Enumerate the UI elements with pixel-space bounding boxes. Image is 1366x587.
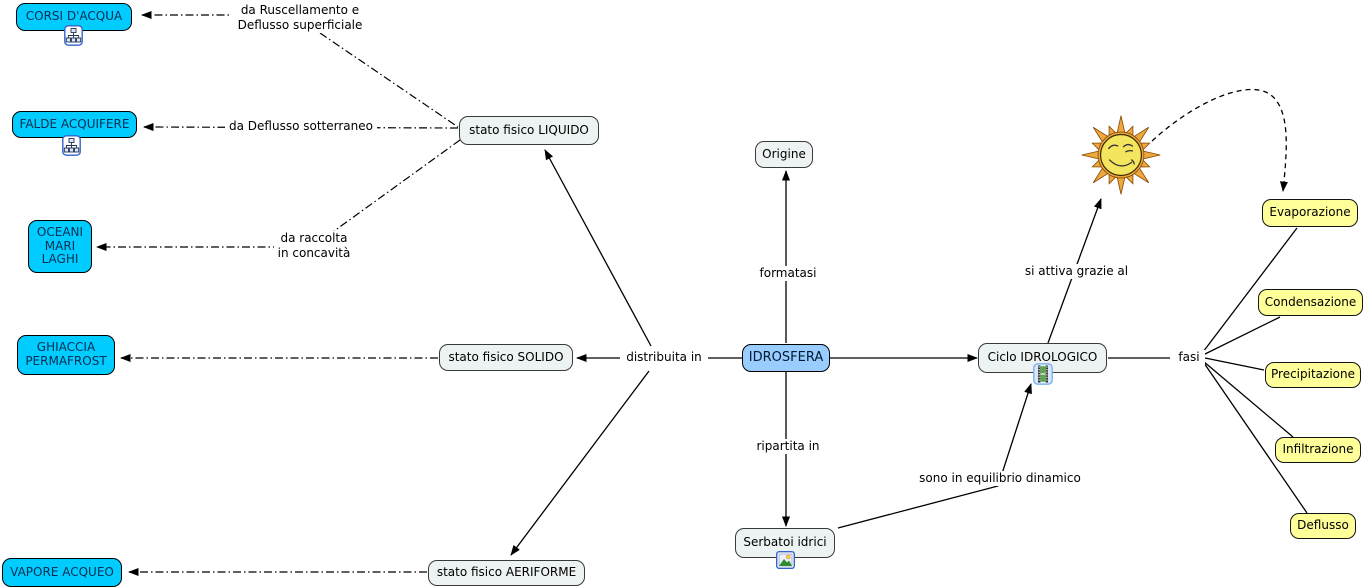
node-stato-fisico-solido[interactable]: stato fisico SOLIDO	[439, 344, 573, 371]
node-vapore-acqueo[interactable]: VAPORE ACQUEO	[2, 558, 122, 587]
node-falde-acquifere[interactable]: FALDE ACQUIFERE	[12, 111, 137, 138]
link-label-raccolta[interactable]: da raccolta in concavità	[274, 231, 354, 261]
image-icon[interactable]	[776, 551, 795, 569]
sun-image[interactable]	[1066, 110, 1176, 200]
concept-map-icon[interactable]	[62, 135, 81, 156]
link-label-deflusso-sotterraneo[interactable]: da Deflusso sotterraneo	[225, 119, 377, 134]
node-ghiaccia-permafrost[interactable]: GHIACCIA PERMAFROST	[17, 335, 115, 375]
link-label-fasi[interactable]: fasi	[1173, 350, 1205, 365]
node-precipitazione[interactable]: Precipitazione	[1265, 362, 1361, 388]
node-corsi-dacqua[interactable]: CORSI D'ACQUA	[16, 3, 132, 31]
link-label-si-attiva[interactable]: si attiva grazie al	[1018, 264, 1135, 279]
movie-icon[interactable]	[1033, 363, 1053, 385]
link-label-ripartita-in[interactable]: ripartita in	[749, 439, 827, 454]
node-stato-fisico-liquido[interactable]: stato fisico LIQUIDO	[459, 116, 599, 145]
node-evaporazione[interactable]: Evaporazione	[1262, 199, 1358, 227]
link-label-ruscellamento[interactable]: da Ruscellamento e Deflusso superficiale	[230, 3, 370, 33]
link-label-formatasi[interactable]: formatasi	[754, 266, 822, 281]
node-condensazione[interactable]: Condensazione	[1258, 289, 1363, 316]
node-deflusso[interactable]: Deflusso	[1290, 513, 1356, 539]
concept-map-icon[interactable]	[64, 25, 83, 46]
node-idrosfera[interactable]: IDROSFERA	[742, 344, 830, 372]
node-stato-fisico-aeriforme[interactable]: stato fisico AERIFORME	[428, 560, 585, 586]
node-origine[interactable]: Origine	[755, 141, 813, 168]
link-label-equilibrio[interactable]: sono in equilibrio dinamico	[915, 471, 1085, 486]
node-oceani-mari-laghi[interactable]: OCEANI MARI LAGHI	[28, 220, 92, 273]
node-infiltrazione[interactable]: Infiltrazione	[1275, 437, 1361, 463]
link-label-distribuita-in[interactable]: distribuita in	[620, 350, 708, 365]
